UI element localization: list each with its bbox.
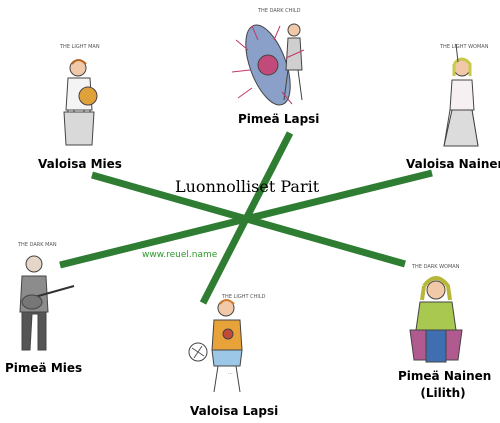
label-dark-man: Pimeä Mies [5,361,83,375]
figure-light-woman-illustration: THE LIGHT WOMAN [439,43,489,147]
label-light-man: Valoisa Mies [38,157,122,171]
figure-light-man-illustration: THE LIGHT MAN [59,44,100,146]
figure-dark-man-illustration: THE DARK MAN [17,242,75,351]
caption-dark-woman: THE DARK WOMAN [411,264,460,270]
label-light-child: Valoisa Lapsi [190,404,279,418]
label-dark-woman: Pimeä Nainen (Lilith) [398,368,492,402]
figure-light-child-illustration: THE LIGHT CHILD [188,294,266,393]
caption-light-child: THE LIGHT CHILD [221,294,266,300]
label-dark-child: Pimeä Lapsi [238,112,320,126]
signature-light-child: ... [228,370,233,376]
figure-dark-child-illustration: THE DARK CHILD [231,8,305,106]
label-dark-woman-alias: (Lilith) [420,386,466,400]
label-light-woman: Valoisa Nainen [406,157,500,171]
caption-dark-man: THE DARK MAN [17,242,57,248]
caption-light-man: THE LIGHT MAN [59,44,100,50]
caption-dark-child: THE DARK CHILD [257,8,301,14]
diagram-title: Luonnolliset Parit [175,177,320,196]
website-link[interactable]: www.reuel.name [142,250,218,260]
connector-lines [59,131,433,305]
figure-dark-woman-illustration: THE DARK WOMAN [409,264,463,363]
label-dark-woman-name: Pimeä Nainen [398,369,492,383]
caption-light-woman: THE LIGHT WOMAN [439,44,489,50]
connector-light-woman-dark-man [59,169,433,269]
